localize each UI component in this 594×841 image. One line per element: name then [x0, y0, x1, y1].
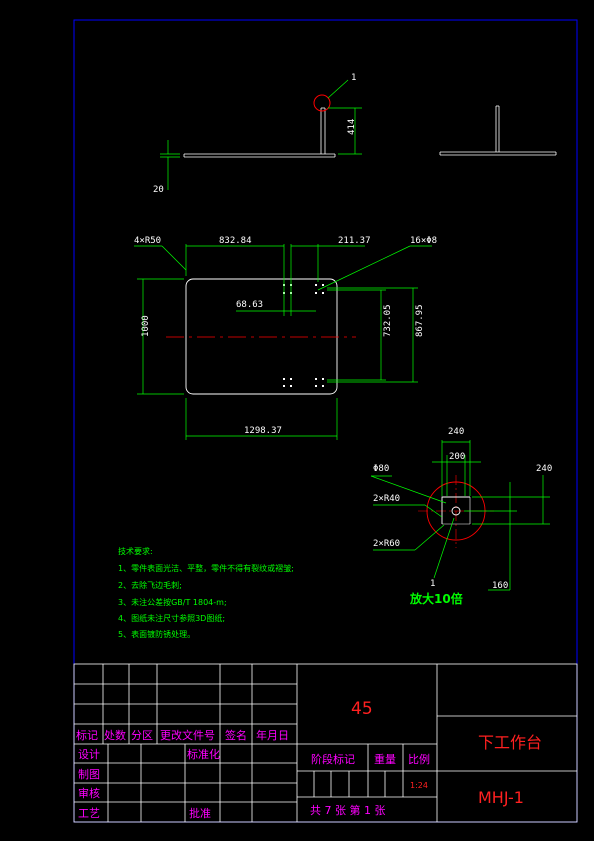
plan-dims — [134, 244, 432, 440]
detail-scale-label: 放大10倍 — [409, 591, 463, 606]
dim-200: 200 — [449, 452, 465, 462]
side-view — [183, 107, 336, 158]
material: 45 — [351, 699, 373, 719]
note-item: 1、零件表面光洁、平整，零件不得有裂纹或褶皱; — [118, 563, 294, 573]
dim-211: 211.37 — [338, 236, 371, 246]
scale-label: 比例 — [408, 752, 430, 766]
dim-832: 832.84 — [219, 236, 252, 246]
row-process: 工艺 — [78, 807, 100, 820]
dim-16xphi8: 16×Φ8 — [410, 236, 437, 246]
header-zone: 分区 — [131, 729, 153, 742]
drawing-border — [73, 19, 578, 823]
notes-title: 技术要求: — [118, 546, 153, 556]
dim-4xR50: 4×R50 — [134, 236, 161, 246]
sheets-label: 共 7 张 第 1 张 — [310, 803, 385, 817]
scale-value: 1:24 — [410, 781, 428, 790]
dim-1298: 1298.37 — [244, 426, 282, 436]
detail-view — [418, 475, 494, 548]
dim-240-top: 240 — [448, 427, 464, 437]
row-design: 设计 — [78, 748, 100, 761]
dim-732: 732.05 — [383, 304, 393, 337]
dim-2xR60: 2×R60 — [373, 539, 400, 549]
title-block — [73, 663, 578, 823]
note-item: 3、未注公差按GB/T 1804-m; — [118, 597, 227, 607]
header-count: 处数 — [104, 729, 126, 742]
dim-240-right: 240 — [536, 464, 552, 474]
end-view — [439, 105, 557, 156]
detail-circle-top — [313, 94, 331, 112]
row-standardize: 标准化 — [187, 747, 220, 761]
dim-867: 867.95 — [415, 304, 425, 337]
dim-414: 414 — [347, 119, 357, 135]
dim-20: 20 — [153, 185, 164, 195]
row-check: 审核 — [78, 786, 100, 800]
row-approve: 批准 — [189, 806, 211, 820]
header-sign: 签名 — [225, 728, 247, 742]
row-draw: 制图 — [78, 768, 100, 781]
dim-1000: 1000 — [141, 315, 151, 337]
note-item: 5、表面镀防锈处理。 — [118, 629, 195, 639]
header-mark: 标记 — [76, 728, 98, 742]
side-view-dims — [160, 79, 362, 190]
part-name: 下工作台 — [478, 733, 542, 752]
header-date: 年月日 — [256, 728, 289, 742]
weight-label: 重量 — [374, 752, 396, 766]
balloon-1-label: 1 — [351, 73, 356, 83]
technical-notes: 技术要求: 1、零件表面光洁、平整，零件不得有裂纹或褶皱; 2、去除飞边毛刺; … — [118, 546, 294, 639]
note-item: 4、图纸未注尺寸参照3D图纸; — [118, 613, 225, 623]
dim-2xR40: 2×R40 — [373, 494, 400, 504]
stage-mark: 阶段标记 — [311, 752, 355, 766]
plate-outline — [185, 278, 338, 395]
header-doc-no: 更改文件号 — [160, 728, 215, 742]
balloon-1b-label: 1 — [430, 579, 435, 589]
dim-68: 68.63 — [236, 300, 263, 310]
hole-group — [283, 284, 324, 387]
title-block-text: 标记 处数 分区 更改文件号 签名 年月日 设计 标准化 制图 审核 工艺 批准… — [76, 728, 430, 820]
dim-160: 160 — [492, 581, 508, 591]
detail-dims — [370, 440, 550, 591]
drawing-code: MHJ-1 — [478, 788, 524, 807]
note-item: 2、去除飞边毛刺; — [118, 580, 182, 590]
dim-phi80: Φ80 — [373, 464, 389, 474]
